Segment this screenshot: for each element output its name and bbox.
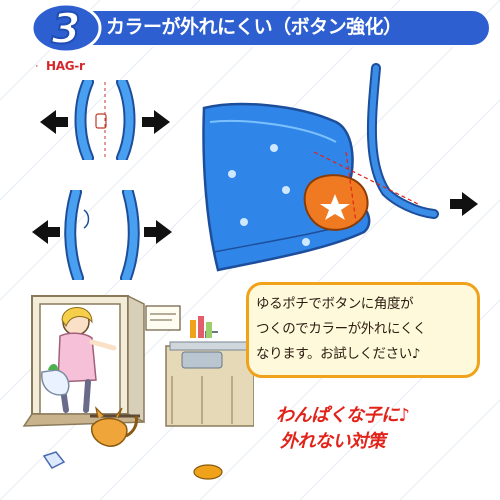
brand-logo-mark: [36, 65, 38, 67]
step-number-badge: [30, 2, 102, 54]
note-line: ゆるポチでボタンに角度が: [256, 296, 414, 312]
collar-side-pull-illustration: [32, 190, 172, 280]
slogan-line-2: 外れない対策: [280, 431, 386, 452]
note-line: なります。お試しください♪: [256, 346, 421, 362]
note-box: [246, 282, 480, 378]
collar-button-closeup-illustration: [202, 63, 478, 272]
collar-edge-pull-illustration: [40, 80, 170, 160]
entrance-scene-illustration: [22, 294, 254, 480]
step-number: 3: [50, 3, 81, 54]
header-title: カラーが外れにくい（ボタン強化）: [106, 16, 402, 38]
note-line: つくのでカラーが外れにくく: [256, 321, 427, 337]
slogan-line-1: わんぱくな子に♪: [276, 405, 410, 426]
note-text: ゆるポチでボタンに角度が つくのでカラーが外れにくく なります。お試しください♪: [256, 292, 474, 367]
brand-logo: HAG-r: [46, 59, 85, 73]
